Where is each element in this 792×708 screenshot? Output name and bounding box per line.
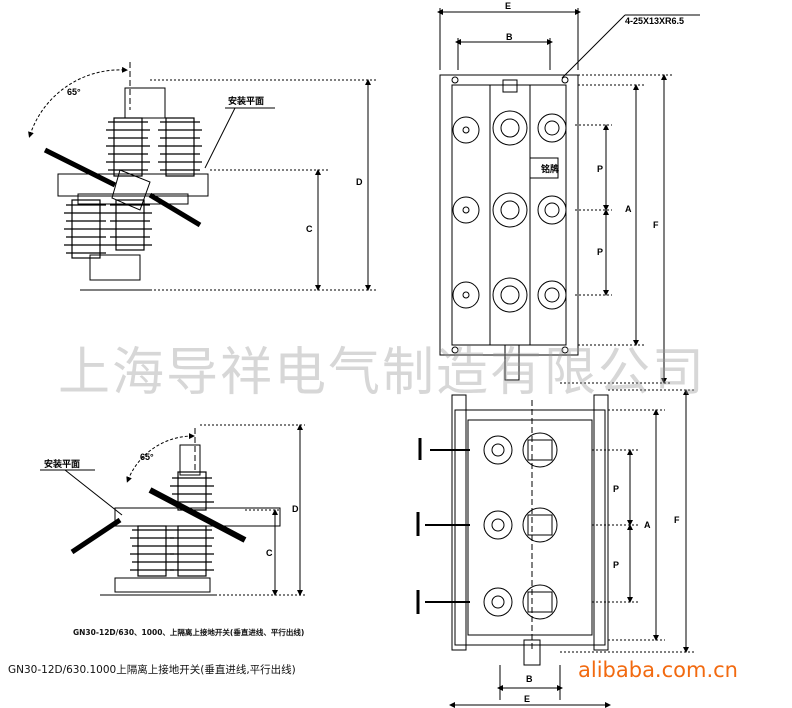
company-watermark: 上海导祥电气制造有限公司 <box>58 343 707 403</box>
dim-f-bottom: F <box>674 515 680 525</box>
dim-b-top: B <box>506 32 513 42</box>
dim-a-bottom: A <box>644 520 651 530</box>
alibaba-brand-watermark: alibaba.com.cn <box>578 658 738 682</box>
dim-p2-top: P <box>597 247 603 257</box>
dim-c-bottom: C <box>266 548 273 558</box>
dim-p1-top: P <box>597 164 603 174</box>
dim-d-bottom: D <box>292 504 299 514</box>
front-view-bottom <box>416 389 695 708</box>
dim-p2-bottom: P <box>613 560 619 570</box>
dim-p1-bottom: P <box>613 484 619 494</box>
angle-label-bottom: 65° <box>140 452 154 462</box>
front-view-top <box>437 8 700 384</box>
mount-plane-label-bottom: 安装平面 <box>44 458 80 469</box>
dim-f-top: F <box>653 220 659 230</box>
nameplate-label: 铭牌 <box>541 163 559 174</box>
side-view-top <box>28 62 378 291</box>
side-view-bottom <box>40 424 305 596</box>
product-caption: GN30-12D/630.1000上隔离上接地开关(垂直进线,平行出线) <box>8 664 296 676</box>
drawing-caption-small: GN30-12D/630、1000、上隔离上接地开关(垂直进线、平行出线) <box>73 628 305 637</box>
hole-spec-label: 4-25X13XR6.5 <box>625 16 684 26</box>
dim-a-top: A <box>625 204 632 214</box>
dim-d-top: D <box>356 177 363 187</box>
dim-e-bottom: E <box>524 694 530 704</box>
dim-c-top: C <box>306 224 313 234</box>
dim-e-top: E <box>505 1 511 11</box>
angle-label-top: 65° <box>67 87 81 97</box>
mount-plane-label-top: 安装平面 <box>228 95 264 106</box>
dim-b-bottom: B <box>526 674 533 684</box>
